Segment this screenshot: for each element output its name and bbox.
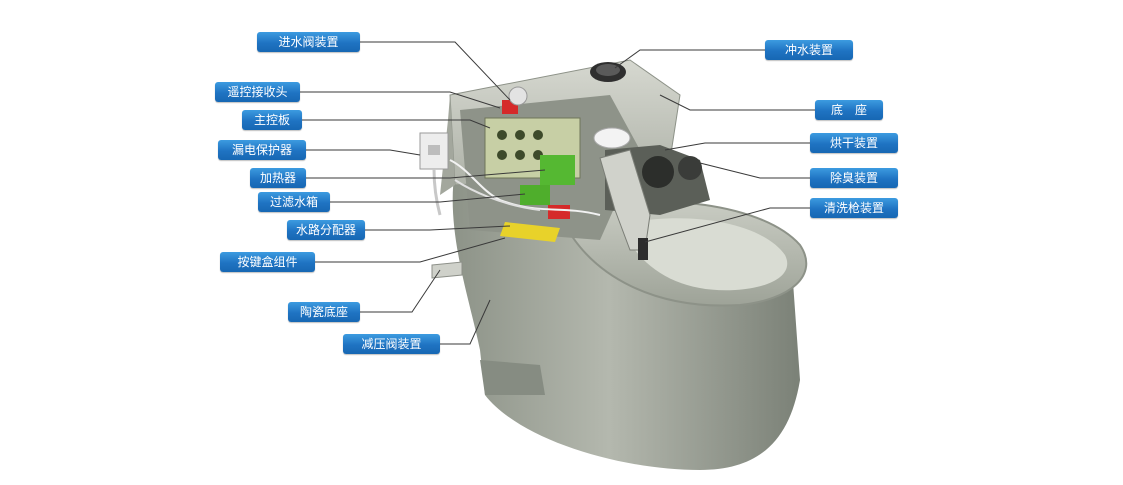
label-remote-receiver: 遥控接收头 [215, 82, 300, 102]
label-nozzle: 清洗枪装置 [810, 198, 898, 218]
label-deodorizer: 除臭装置 [810, 168, 898, 188]
label-water-distributor: 水路分配器 [287, 220, 365, 240]
label-main-board: 主控板 [242, 110, 302, 130]
label-heater: 加热器 [250, 168, 306, 188]
label-dryer: 烘干装置 [810, 133, 898, 153]
seat-ring [593, 127, 631, 149]
label-inlet-valve: 进水阀装置 [257, 32, 360, 52]
label-ceramic-base: 陶瓷底座 [288, 302, 360, 322]
base-recess [480, 360, 545, 395]
distributor-yellow [500, 222, 560, 242]
leader-lines [280, 41, 815, 345]
filter-part [520, 185, 550, 205]
inlet-pipe [431, 261, 463, 279]
label-pressure-valve: 减压阀装置 [343, 334, 440, 354]
bowl-inner [620, 218, 788, 291]
label-filter-tank: 过滤水箱 [258, 192, 330, 212]
label-button-box: 按键盒组件 [220, 252, 315, 272]
label-leakage-protector: 漏电保护器 [218, 140, 306, 160]
label-base-seat: 底 座 [815, 100, 883, 120]
heater-part [540, 155, 575, 185]
distributor-red [548, 205, 570, 219]
label-flush-device: 冲水装置 [765, 40, 853, 60]
